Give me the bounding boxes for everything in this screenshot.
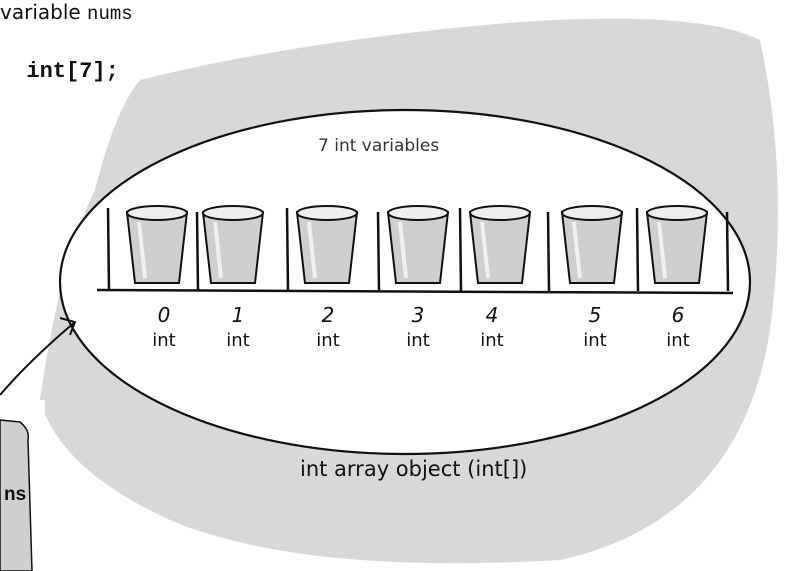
cup-row bbox=[106, 205, 730, 292]
type-label: int bbox=[316, 330, 339, 351]
index-label: 5 bbox=[589, 303, 602, 327]
reference-arrow bbox=[0, 321, 76, 396]
code-new-int bbox=[0, 59, 26, 84]
code-line-declaration: variable nums bbox=[0, 0, 133, 25]
code-line-new-array: int[7]; bbox=[0, 59, 119, 84]
array-caption: int array object (int[]) bbox=[300, 457, 527, 481]
cup-icon bbox=[560, 205, 624, 284]
type-label: int bbox=[406, 330, 429, 351]
index-label: 4 bbox=[486, 303, 499, 327]
reference-arrow-head bbox=[59, 317, 77, 336]
cup-icon bbox=[125, 205, 189, 284]
type-label: int bbox=[583, 330, 606, 351]
code-var-name: nums bbox=[87, 3, 133, 25]
type-label: int bbox=[666, 330, 689, 351]
cup-icon bbox=[201, 205, 265, 284]
code-array-type: int[7]; bbox=[26, 59, 119, 84]
slot-divider bbox=[635, 207, 640, 292]
cup-icon bbox=[386, 205, 450, 284]
index-labels: 0 int 1 int 2 int 3 int 4 int 5 int 6 int bbox=[152, 303, 689, 351]
type-label: int bbox=[152, 330, 175, 351]
slot-divider bbox=[285, 207, 290, 292]
index-label: 3 bbox=[412, 303, 425, 327]
slot-divider bbox=[458, 207, 463, 292]
slot-divider bbox=[376, 211, 381, 292]
reference-cup-label: ns bbox=[4, 484, 26, 505]
reference-cup bbox=[0, 419, 33, 571]
group-label: 7 int variables bbox=[318, 136, 439, 156]
cup-icon bbox=[468, 205, 532, 284]
slot-divider bbox=[106, 207, 111, 292]
slot-divider bbox=[195, 211, 200, 292]
type-label: int bbox=[226, 330, 249, 351]
type-label: int bbox=[480, 330, 503, 351]
code-word-variable: variable bbox=[0, 0, 81, 24]
slot-divider bbox=[546, 211, 551, 292]
index-label: 2 bbox=[322, 303, 335, 327]
shelf-line bbox=[96, 288, 734, 295]
index-label: 6 bbox=[672, 303, 685, 327]
cup-icon bbox=[295, 205, 359, 284]
cup-icon bbox=[645, 205, 709, 284]
slot-divider bbox=[725, 211, 730, 292]
index-label: 0 bbox=[158, 303, 171, 327]
index-label: 1 bbox=[232, 303, 245, 327]
